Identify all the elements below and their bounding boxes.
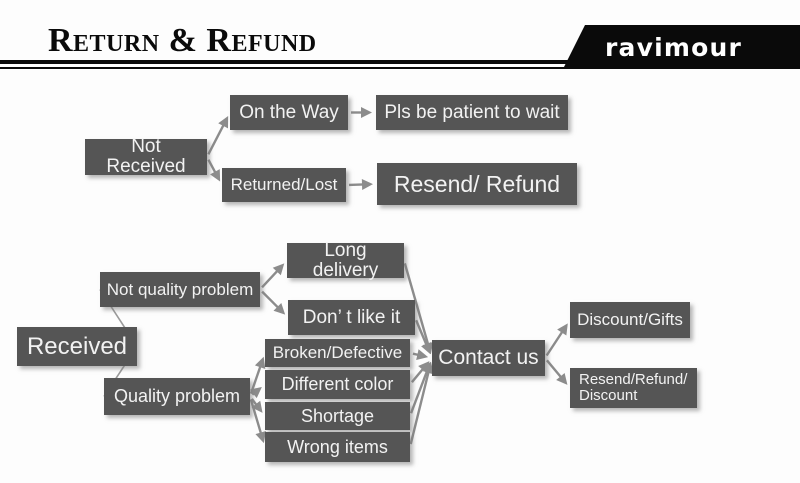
arrowhead-wrong-items-to-contact-us [423, 361, 434, 374]
node-resend-refund[interactable]: Resend/ Refund [377, 163, 577, 205]
node-received[interactable]: Received [17, 327, 137, 366]
node-label: Broken/Defective [272, 343, 403, 363]
node-resend-refund-discount[interactable]: Resend/Refund/ Discount [570, 368, 697, 408]
node-label: Different color [281, 374, 394, 395]
node-label: On the Way [239, 101, 339, 123]
arrowhead-quality-to-different-color [249, 386, 262, 399]
node-not-quality[interactable]: Not quality problem [100, 272, 260, 307]
arrowhead-quality-to-shortage [251, 400, 263, 413]
node-label: Don’ t like it [302, 306, 401, 328]
connector-not-quality-to-long-delivery [261, 269, 280, 289]
node-long-delivery[interactable]: Long delivery [287, 239, 404, 281]
arrowhead-not-quality-to-dont-like-it [273, 303, 286, 315]
connector-wrong-items-to-contact-us [409, 370, 431, 445]
node-different-color[interactable]: Different color [265, 370, 410, 399]
node-not-received[interactable]: Not Received [85, 136, 207, 177]
node-shortage[interactable]: Shortage [265, 402, 410, 430]
arrowhead-not-received-to-on-the-way [218, 116, 229, 129]
arrowhead-contact-us-to-resend-refund-discount [556, 372, 568, 385]
connector-different-color-to-contact-us [410, 367, 425, 383]
node-broken-defective[interactable]: Broken/Defective [265, 339, 410, 367]
node-label: Discount/Gifts [577, 310, 683, 330]
connector-not-received-to-returned-lost [207, 159, 217, 175]
connector-dont-like-it-to-contact-us [415, 319, 429, 347]
flowchart-connectors [99, 107, 568, 445]
brand-logo-banner: ravimour [563, 25, 800, 69]
node-returned-lost[interactable]: Returned/Lost [222, 168, 346, 202]
node-label: Not quality problem [106, 279, 254, 299]
arrowhead-not-quality-to-long-delivery [272, 263, 285, 276]
arrowhead-dont-like-it-to-contact-us [421, 342, 432, 355]
node-pls-be-patient[interactable]: Pls be patient to wait [376, 95, 568, 130]
node-label: Returned/Lost [230, 175, 338, 195]
arrowhead-quality-to-wrong-items [255, 431, 267, 444]
node-label: Shortage [300, 405, 375, 426]
connector-long-delivery-to-contact-us [403, 263, 430, 346]
header-rule-thick [0, 60, 800, 64]
node-label: Long delivery [312, 239, 379, 281]
arrowhead-not-received-to-returned-lost [210, 169, 221, 182]
node-on-the-way[interactable]: On the Way [230, 95, 348, 130]
node-label: Resend/Refund/ Discount [579, 371, 688, 404]
connector-contact-us-to-discount-gifts [545, 330, 564, 357]
arrowhead-on-the-way-to-pls-be-patient [361, 107, 372, 118]
slide-header: Return & Refund ravimour [0, 0, 800, 80]
arrowhead-returned-lost-to-resend-refund [361, 178, 374, 190]
node-quality[interactable]: Quality problem [104, 378, 250, 415]
node-label: Wrong items [287, 436, 388, 457]
header-rule-thin [0, 67, 800, 69]
connector-contact-us-to-resend-refund-discount [545, 359, 563, 379]
connector-quality-to-wrong-items [249, 399, 263, 435]
node-label: Received [26, 332, 128, 360]
node-label: Contact us [438, 345, 539, 369]
node-wrong-items[interactable]: Wrong items [265, 432, 410, 462]
connector-quality-to-broken-defective [249, 364, 262, 395]
flowchart: Not Received On the Way Pls be patient to … [0, 80, 800, 483]
node-label: Pls be patient to wait [384, 101, 560, 123]
connector-not-received-to-on-the-way [207, 123, 226, 155]
node-contact-us[interactable]: Contact us [432, 340, 545, 376]
node-label: Quality problem [113, 386, 241, 407]
node-dont-like-it[interactable]: Don’ t like it [288, 300, 415, 335]
node-label: Not Received [106, 136, 186, 177]
node-label: Resend/ Refund [393, 170, 561, 197]
arrowhead-contact-us-to-discount-gifts [557, 323, 568, 336]
arrowhead-broken-defective-to-contact-us [416, 349, 429, 361]
connector-not-quality-to-dont-like-it [261, 290, 280, 310]
connector-shortage-to-contact-us [409, 369, 429, 414]
page-title: Return & Refund [48, 22, 317, 59]
brand-logo-text: ravimour [605, 33, 743, 62]
node-discount-gifts[interactable]: Discount/Gifts [570, 302, 690, 338]
arrowhead-quality-to-broken-defective [254, 356, 266, 369]
